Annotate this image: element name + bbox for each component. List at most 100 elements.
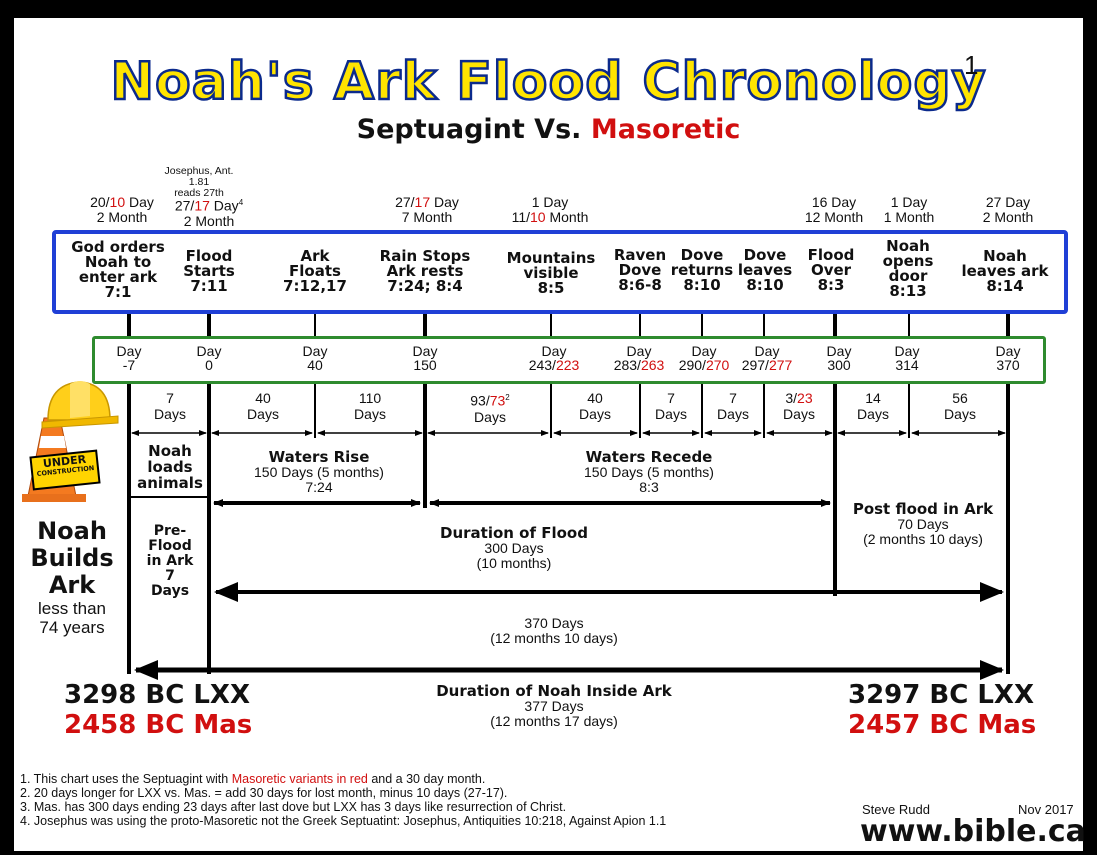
date-3-red: 10 (530, 209, 546, 225)
days370-l2: (12 months 10 days) (490, 630, 618, 646)
builds-l5: 74 years (39, 618, 105, 637)
date-3-day: 1 Day (531, 194, 569, 210)
interval-9-u: Days (944, 406, 976, 422)
loads-divider (131, 496, 209, 498)
date-0-month: 2 Month (96, 209, 148, 225)
event-7-l1: Dove (743, 246, 787, 264)
event-3-l2: Ark rests (386, 262, 464, 280)
date-0-part: 20/ (90, 194, 110, 210)
day-6-c: 270 (705, 357, 730, 373)
events-box (52, 230, 1068, 314)
date-1-part: 27/ (174, 197, 195, 214)
event-6-l2: returns (670, 261, 734, 279)
publication-date: Nov 2017 (1018, 802, 1074, 817)
noah-loads-l3: animals (137, 474, 203, 492)
day-0-a: Day (116, 343, 142, 359)
day-9-b: 314 (895, 357, 919, 373)
preflood-l2: Flood (148, 538, 192, 554)
builds-l3: Ark (48, 571, 96, 599)
footnote-4: 4. Josephus was using the proto-Masoreti… (20, 814, 667, 828)
construction-icon (22, 381, 119, 502)
date-1-month: 2 Month (183, 212, 235, 229)
event-2-l2: Floats (289, 262, 341, 280)
josephus-note: Josephus, Ant. 1.81 reads 27th (154, 166, 244, 199)
start-date-mas: 2458 BC Mas (64, 710, 253, 740)
waters-rise-duration: 150 Days (5 months) (254, 464, 384, 480)
event-3-l1: Rain Stops (379, 247, 471, 265)
event-8-l3: 8:3 (817, 276, 845, 294)
day-label-0: Day-7 (99, 344, 159, 372)
event-10-l3: 8:14 (986, 277, 1024, 295)
waters-recede-title: Waters Recede (585, 448, 713, 466)
date-label-2: 27/17 Day 7 Month (382, 195, 472, 225)
date-3-part: 11/ (511, 209, 531, 225)
day-6-b: 290/ (678, 357, 706, 373)
inside-ark-months: (12 months 17 days) (490, 713, 618, 729)
day-8-a: Day (826, 343, 852, 359)
day-4-a: Day (541, 343, 567, 359)
preflood-l4: 7 (165, 568, 175, 584)
interval-3-sup: 2 (505, 393, 510, 402)
day-1-a: Day (196, 343, 222, 359)
event-10-l1: Noah (983, 247, 1027, 265)
date-label-5: 1 Day 1 Month (872, 195, 946, 225)
footnote-2: 2. 20 days longer for LXX vs. Mas. = add… (20, 786, 508, 800)
interval-2-u: Days (354, 406, 386, 422)
day-4-b: 243/ (528, 357, 556, 373)
post-flood-in-ark: Post flood in Ark 70 Days (2 months 10 d… (838, 502, 1008, 547)
duration-flood-title: Duration of Flood (440, 524, 588, 542)
event-4-l1: Mountains (506, 249, 596, 267)
day-4-c: 223 (555, 357, 580, 373)
day-5-a: Day (626, 343, 652, 359)
duration-inside-ark: Duration of Noah Inside Ark 377 Days (12… (404, 684, 704, 729)
interval-6-u: Days (717, 406, 749, 422)
event-7-l3: 8:10 (746, 276, 784, 294)
day-9-a: Day (894, 343, 920, 359)
event-10-l2: leaves ark (961, 262, 1049, 280)
title-footnote-marker: 1 (964, 50, 979, 80)
day-3-a: Day (412, 343, 438, 359)
footnote-3: 3. Mas. has 300 days ending 23 days afte… (20, 800, 567, 814)
day-10-b: 370 (996, 357, 1020, 373)
event-0-l4: 7:1 (104, 283, 132, 301)
connector-ticks (314, 310, 910, 438)
event-9-l4: 8:13 (889, 282, 927, 300)
event-9-l1: Noah (886, 237, 930, 255)
date-2-red: 17 (414, 194, 431, 210)
day-8-b: 300 (827, 357, 851, 373)
event-0-l2: Noah to (84, 253, 152, 271)
interval-4-n: 40 (587, 390, 603, 406)
interval-0-n: 7 (166, 390, 174, 406)
date-5-day: 1 Day (890, 194, 928, 210)
day-7-b: 297/ (741, 357, 769, 373)
date-4-day: 16 Day (811, 194, 857, 210)
josephus-note-line2: reads 27th (174, 187, 224, 199)
footnote-1a: 1. This chart uses the Septuagint with (20, 772, 232, 786)
date-2-month: 7 Month (401, 209, 453, 225)
date-1-footnote: 4 (238, 198, 244, 207)
website-link[interactable]: www.bible.ca (860, 814, 1086, 849)
event-2-l3: 7:12,17 (283, 277, 347, 295)
days370-l1: 370 Days (524, 615, 584, 631)
days-box (92, 336, 1046, 384)
event-6-l3: 8:10 (683, 276, 721, 294)
day-7-a: Day (754, 343, 780, 359)
builds-l1: Noah (37, 517, 107, 545)
